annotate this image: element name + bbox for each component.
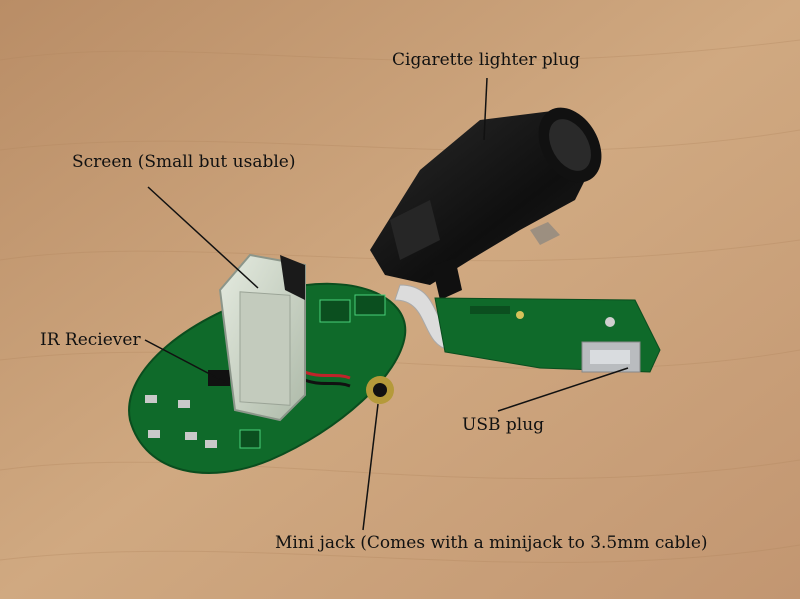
lcd-screen [218, 253, 306, 422]
annotation-lines [144, 77, 629, 531]
annotation-cigarette-plug: Cigarette lighter plug [392, 50, 581, 70]
annotation-ir-receiver: IR Reciever [40, 330, 141, 350]
annotation-mini-jack: Mini jack (Comes with a minijack to 3.5m… [275, 533, 708, 553]
annotation-screen: Screen (Small but usable) [72, 152, 296, 172]
cigarette-lighter-plug [370, 107, 602, 300]
annotation-usb-plug: USB plug [462, 415, 545, 435]
usb-pcb [434, 297, 661, 373]
